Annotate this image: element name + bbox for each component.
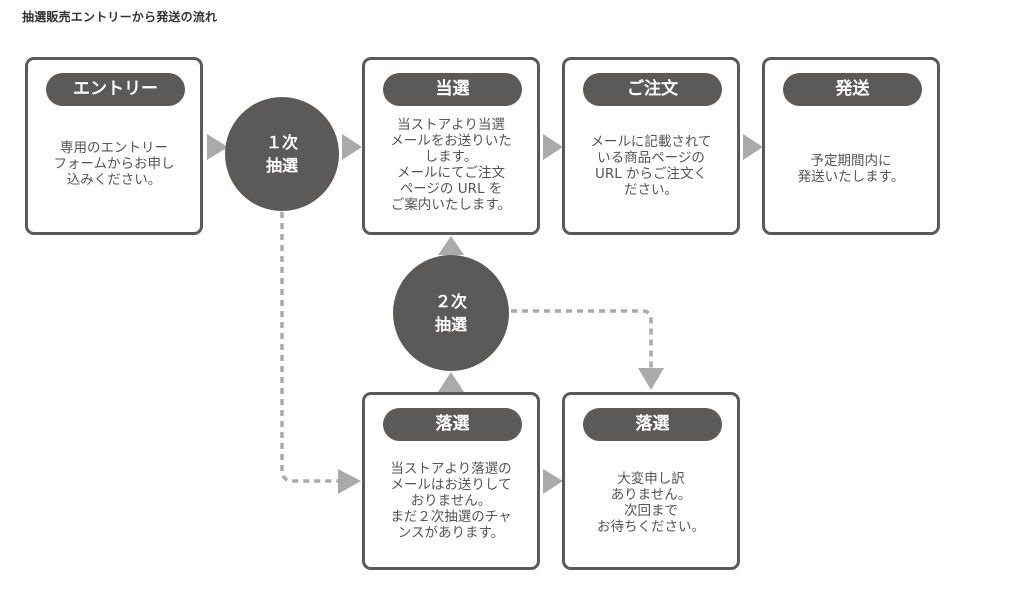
arrow-entry-to-first xyxy=(207,134,228,160)
node-entry-label: エントリー xyxy=(46,73,185,106)
node-lose-first-label: 落選 xyxy=(383,408,522,441)
node-ship-desc: 予定期間内に 発送いたします。 xyxy=(797,153,905,185)
arrow-second-to-win xyxy=(438,236,464,255)
node-second-lottery: ２次 抽選 xyxy=(393,255,509,371)
arrow-lose-to-second xyxy=(438,372,464,392)
node-order-desc: メールに記載されて いる商品ページの URL からご注文く ださい。 xyxy=(590,134,712,198)
dotted-connector-first-to-lose xyxy=(280,212,340,483)
node-ship-label: 発送 xyxy=(783,73,922,106)
node-order: ご注文 メールに記載されて いる商品ページの URL からご注文く ださい。 xyxy=(562,57,740,235)
arrow-order-to-ship xyxy=(743,134,763,160)
node-order-label: ご注文 xyxy=(583,73,722,106)
page-title: 抽選販売エントリーから発送の流れ xyxy=(22,10,218,24)
arrow-dotted-into-lose1 xyxy=(338,469,361,494)
node-first-lottery: １次 抽選 xyxy=(225,97,339,211)
node-win: 当選 当ストアより当選 メールをお送りいた します。 メールにてご注文 ページの… xyxy=(362,57,540,235)
node-lose-second-label: 落選 xyxy=(583,408,722,441)
arrow-win-to-order xyxy=(543,134,563,160)
node-lose-first-desc: 当ストアより落選の メールはお送りして おりません。 まだ２次抽選のチャ ンスが… xyxy=(390,461,512,541)
arrow-lose1-to-lose2 xyxy=(543,469,563,494)
node-lose-first: 落選 当ストアより落選の メールはお送りして おりません。 まだ２次抽選のチャ … xyxy=(362,392,540,570)
node-ship: 発送 予定期間内に 発送いたします。 xyxy=(762,57,940,235)
node-lose-second: 落選 大変申し訳 ありません。 次回まで お待ちください。 xyxy=(562,392,740,570)
node-lose-second-desc: 大変申し訳 ありません。 次回まで お待ちください。 xyxy=(597,471,705,535)
node-win-label: 当選 xyxy=(383,73,522,106)
dotted-connector-second-to-lose xyxy=(511,309,653,368)
node-entry: エントリー 専用のエントリー フォームからお申し 込みください。 xyxy=(25,57,203,235)
node-win-desc: 当ストアより当選 メールをお送りいた します。 メールにてご注文 ページの UR… xyxy=(390,117,512,213)
arrow-dotted-into-lose2 xyxy=(638,368,664,390)
node-entry-desc: 専用のエントリー フォームからお申し 込みください。 xyxy=(53,140,175,188)
arrow-first-to-win xyxy=(342,134,362,160)
